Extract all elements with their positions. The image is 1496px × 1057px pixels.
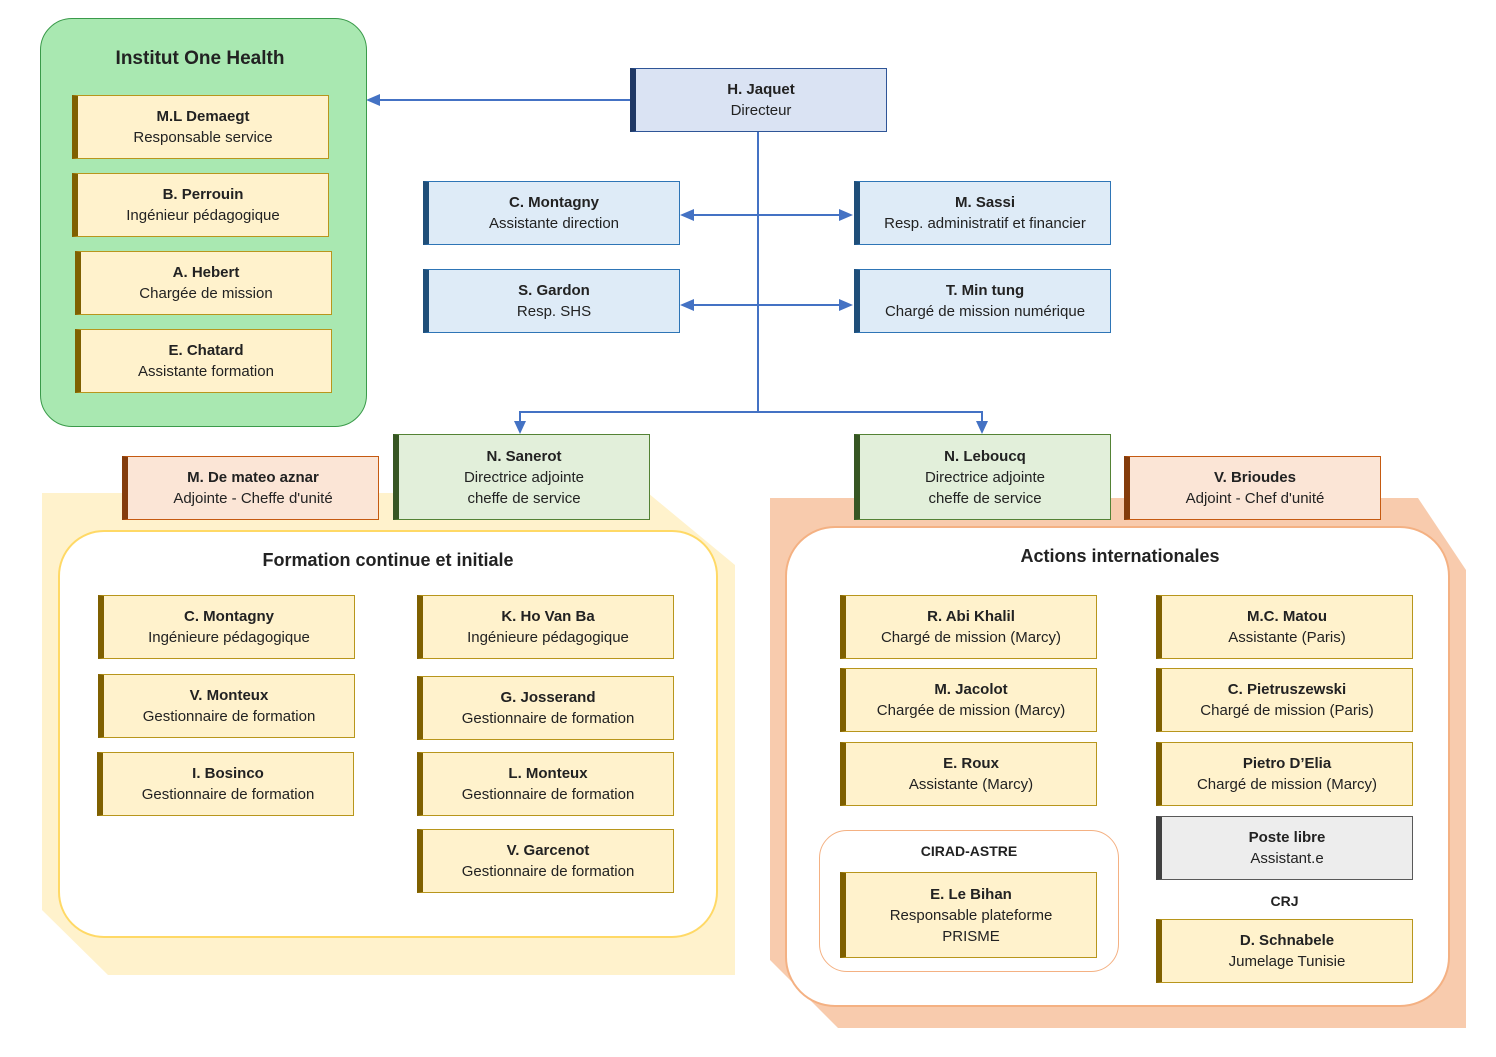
vacant-role: Assistant.e bbox=[1250, 850, 1324, 867]
unit-head-role: Adjointe - Cheffe d'unité bbox=[173, 490, 333, 507]
member-name: R. Abi Khalil bbox=[927, 608, 1015, 625]
member-role: Chargé de mission (Marcy) bbox=[1196, 776, 1378, 793]
member-role-2: PRISME bbox=[942, 927, 1000, 945]
member-name: V. Monteux bbox=[189, 687, 269, 704]
member-role: Gestionnaire de formation bbox=[461, 786, 635, 803]
member-role: Ingénieure pédagogique bbox=[467, 629, 629, 646]
member-name: K. Ho Van Ba bbox=[501, 608, 595, 625]
deputy-name: N. Sanerot bbox=[486, 447, 562, 465]
staff-name: M. Sassi bbox=[954, 194, 1016, 211]
member-name: L. Monteux bbox=[508, 765, 588, 782]
member-role: Gestionnaire de formation bbox=[461, 710, 635, 727]
connectors bbox=[378, 99, 983, 425]
member-role: Responsable service bbox=[133, 129, 273, 146]
one-health-title: Institut One Health bbox=[115, 48, 285, 69]
crj-title: CRJ bbox=[1270, 893, 1299, 909]
staff-role: Assistante direction bbox=[488, 215, 620, 232]
formation-title: Formation continue et initiale bbox=[262, 550, 514, 570]
formation-member-card: K. Ho Van Ba Ingénieure pédagogique bbox=[417, 595, 674, 659]
member-name: D. Schnabele bbox=[1239, 932, 1335, 949]
arrowheads bbox=[366, 94, 988, 434]
director-role: Directeur bbox=[730, 102, 792, 119]
deputy-name: N. Leboucq bbox=[944, 447, 1026, 465]
member-role: Chargé de mission (Paris) bbox=[1200, 702, 1374, 719]
member-name: V. Garcenot bbox=[506, 842, 590, 859]
member-name: M.L Demaegt bbox=[156, 108, 250, 125]
member-role: Gestionnaire de formation bbox=[461, 863, 635, 880]
member-role: Jumelage Tunisie bbox=[1228, 953, 1346, 970]
member-name: G. Josserand bbox=[500, 689, 596, 706]
staff-role: Resp. administratif et financier bbox=[884, 215, 1086, 232]
member-name: C. Montagny bbox=[184, 608, 274, 625]
deputy-role: Directrice adjointe bbox=[463, 468, 585, 486]
deputy-role-2: cheffe de service bbox=[928, 489, 1042, 507]
unit-head-name: V. Brioudes bbox=[1214, 469, 1296, 486]
member-role: Responsable plateforme bbox=[889, 906, 1053, 924]
member-role: Ingénieure pédagogique bbox=[148, 629, 310, 646]
staff-name: C. Montagny bbox=[509, 194, 599, 211]
staff-name: T. Min tung bbox=[945, 282, 1025, 299]
member-name: M.C. Matou bbox=[1247, 608, 1327, 625]
member-name: M. Jacolot bbox=[934, 681, 1008, 698]
member-name: E. Le Bihan bbox=[930, 885, 1012, 903]
staff-role: Chargé de mission numérique bbox=[884, 303, 1086, 320]
member-role: Gestionnaire de formation bbox=[141, 786, 315, 803]
deputy-role: Directrice adjointe bbox=[924, 468, 1046, 486]
deputy-role-2: cheffe de service bbox=[467, 489, 581, 507]
member-name: B. Perrouin bbox=[162, 186, 244, 203]
vacant-name: Poste libre bbox=[1248, 829, 1326, 846]
member-role: Gestionnaire de formation bbox=[142, 708, 316, 725]
member-name: I. Bosinco bbox=[192, 765, 264, 782]
member-name: A. Hebert bbox=[172, 264, 240, 281]
member-role: Assistante (Marcy) bbox=[908, 776, 1034, 793]
director-name: H. Jaquet bbox=[727, 81, 795, 98]
member-name: E. Chatard bbox=[168, 342, 244, 359]
member-name: E. Roux bbox=[943, 755, 999, 772]
member-role: Chargée de mission (Marcy) bbox=[876, 702, 1066, 719]
member-name: C. Pietruszewski bbox=[1227, 681, 1347, 698]
staff-role: Resp. SHS bbox=[516, 303, 592, 320]
unit-head-role: Adjoint - Chef d'unité bbox=[1185, 490, 1325, 507]
international-title: Actions internationales bbox=[1020, 546, 1220, 566]
cirad-astre-title: CIRAD-ASTRE bbox=[920, 843, 1018, 859]
member-role: Assistante (Paris) bbox=[1228, 629, 1346, 646]
member-role: Ingénieur pédagogique bbox=[126, 207, 280, 224]
member-role: Assistante formation bbox=[138, 363, 274, 380]
staff-name: S. Gardon bbox=[518, 282, 590, 299]
unit-head-name: M. De mateo aznar bbox=[187, 469, 319, 486]
member-name: Pietro D’Elia bbox=[1242, 755, 1332, 772]
member-role: Chargé de mission (Marcy) bbox=[880, 629, 1062, 646]
member-role: Chargée de mission bbox=[139, 285, 273, 302]
